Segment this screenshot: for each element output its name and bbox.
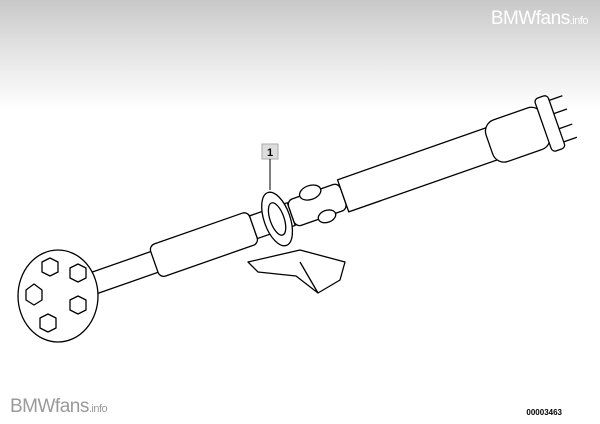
header-gradient bbox=[0, 0, 600, 110]
rear-flange bbox=[534, 95, 566, 152]
watermark-logo-top: BMWfans.info bbox=[490, 8, 589, 30]
shaft-sleeve bbox=[149, 212, 259, 277]
center-bearing-bracket bbox=[247, 249, 346, 294]
watermark-text: BMWfans bbox=[490, 8, 570, 29]
callout-label[interactable]: 1 bbox=[267, 147, 273, 159]
flex-disc-bolts bbox=[25, 257, 87, 333]
joint-cap-top bbox=[298, 184, 322, 201]
watermark-suffix: .info bbox=[569, 15, 589, 27]
center-bearing-inner bbox=[267, 202, 287, 236]
watermark-text: BMWfans bbox=[10, 396, 89, 417]
rear-tube bbox=[336, 126, 501, 213]
watermark-logo-bottom: BMWfans.info bbox=[10, 396, 108, 418]
watermark-suffix: .info bbox=[88, 403, 108, 415]
diagram-number: 00003463 bbox=[526, 408, 562, 417]
bracket-edge bbox=[299, 261, 319, 294]
joint-cap-bottom bbox=[317, 209, 337, 224]
